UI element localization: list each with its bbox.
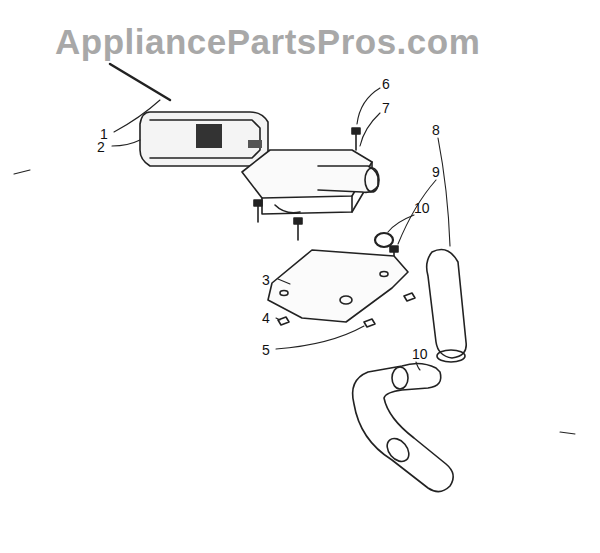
callout-number: 3 [262,272,270,288]
callout-number: 10 [414,200,430,216]
callout-number: 6 [382,76,390,92]
watermark: AppliancePartsPros.com [55,22,480,62]
callout-number: 4 [262,310,270,326]
mounting-plate [268,250,408,322]
hose [353,250,467,492]
heater-element [140,112,268,166]
clip [278,317,289,325]
hose-clamp [375,233,393,247]
callout-number: 9 [432,164,440,180]
leader-lines [14,88,575,434]
duct-housing [242,150,379,214]
callout-number: 2 [97,139,105,155]
clip [404,293,415,301]
clip [364,319,375,327]
callout-number: 10 [412,346,428,362]
rod [110,64,170,100]
callout-number: 8 [432,122,440,138]
callout-number: 7 [382,100,390,116]
callout-number: 5 [262,342,270,358]
